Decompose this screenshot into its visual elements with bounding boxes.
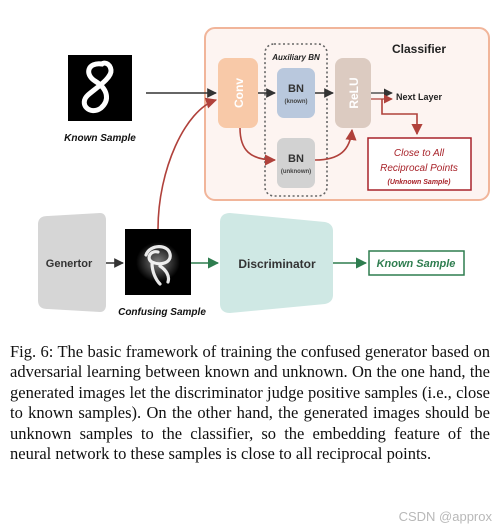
conv-block — [218, 58, 258, 128]
relu-label: ReLU — [347, 77, 361, 108]
arrow-sample-to-conv — [157, 97, 218, 230]
bn-unknown-block — [277, 138, 315, 188]
bn-known-sublabel: (known) — [285, 99, 308, 105]
arrow-bn-unknown-to-relu — [314, 128, 357, 161]
reciprocal-line1: Close to All — [394, 148, 445, 159]
next-layer-label: Next Layer — [396, 92, 443, 102]
known-sample-caption: Known Sample — [64, 133, 136, 144]
generator-label: Genertor — [46, 258, 93, 270]
known-sample-image — [68, 55, 132, 121]
bn-known-label: BN — [288, 83, 304, 95]
discriminator-output-box — [368, 250, 465, 276]
arrow-to-reciprocal-box — [381, 99, 423, 136]
discriminator-output-label: Known Sample — [377, 258, 456, 270]
confusing-sample-image — [125, 229, 191, 295]
discriminator-block — [220, 213, 333, 313]
bn-known-block — [277, 68, 315, 118]
discriminator-label: Discriminator — [238, 257, 316, 271]
reciprocal-line3: (Unknown Sample) — [387, 179, 451, 186]
bn-unknown-label: BN — [288, 153, 304, 165]
reciprocal-points-box — [367, 137, 472, 191]
watermark: CSDN @approx — [398, 509, 492, 524]
arrow-conv-to-bn-unknown — [239, 127, 277, 166]
figure-caption: Fig. 6: The basic framework of training … — [10, 342, 490, 464]
conv-label: Conv — [232, 78, 246, 108]
auxiliary-bn-label: Auxiliary BN — [271, 53, 320, 62]
classifier-title: Classifier — [392, 42, 446, 56]
bn-unknown-sublabel: (unknown) — [281, 169, 311, 175]
relu-block — [335, 58, 371, 128]
generator-block — [38, 213, 106, 312]
reciprocal-line2: Reciprocal Points — [380, 163, 458, 174]
confusing-sample-caption: Confusing Sample — [118, 307, 206, 318]
